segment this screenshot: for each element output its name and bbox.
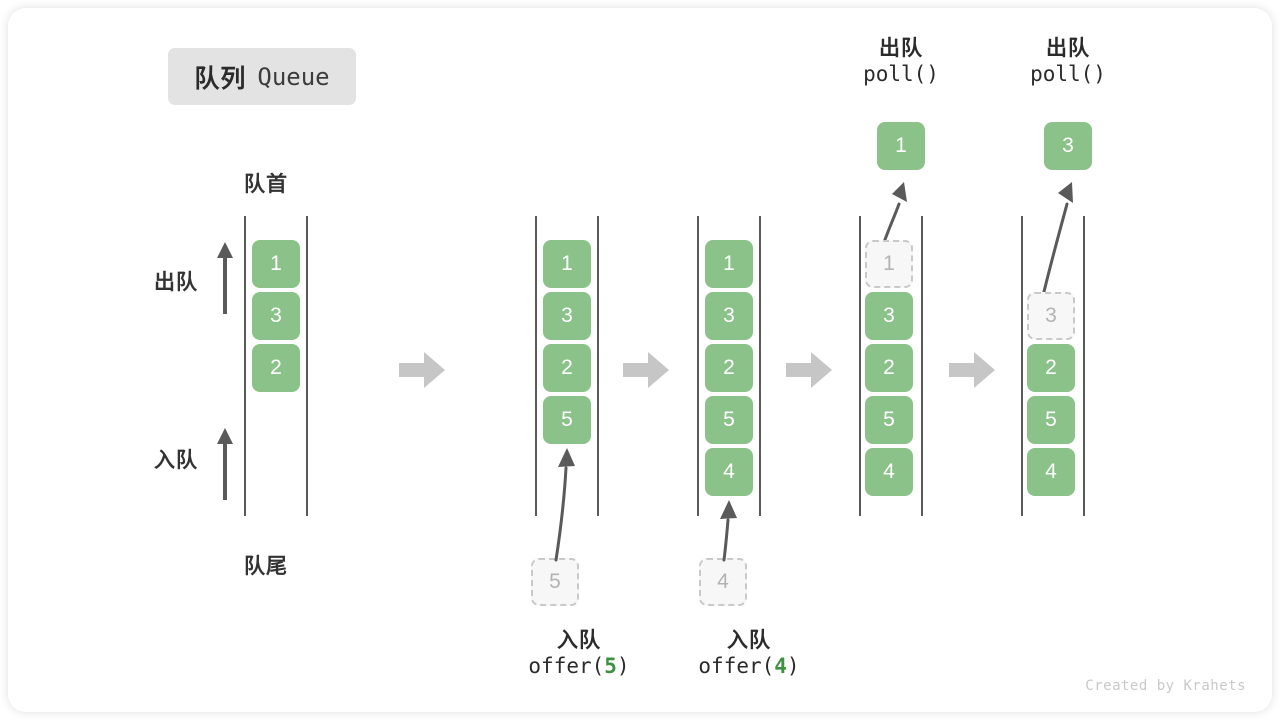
stage-5-header: 出队 poll() bbox=[1008, 36, 1128, 87]
queue-item: 3 bbox=[252, 292, 300, 340]
incoming-ghost-box: 4 bbox=[699, 558, 747, 606]
queue-item: 3 bbox=[865, 292, 913, 340]
stage-5-header-line1: 出队 bbox=[1046, 37, 1090, 60]
arrow-right-icon bbox=[786, 352, 832, 388]
stage-3-rail-left bbox=[697, 216, 699, 516]
diagram-card: 队列 Queue 队首 队尾 出队 入队 1 3 2 1 3 2 5 5 bbox=[8, 8, 1272, 712]
stage-4-rail-right bbox=[921, 216, 923, 516]
queue-item: 5 bbox=[543, 396, 591, 444]
stage-4-rail-left bbox=[859, 216, 861, 516]
popped-box: 3 bbox=[1044, 122, 1092, 170]
stage-1-rail-right bbox=[306, 216, 308, 516]
footer-credit: Created by Krahets bbox=[1085, 678, 1246, 694]
queue-item: 1 bbox=[252, 240, 300, 288]
queue-item: 4 bbox=[1027, 448, 1075, 496]
stage-3-caption-line2: offer(4) bbox=[698, 653, 800, 678]
enqueue-direction-arrow-icon bbox=[217, 428, 233, 500]
queue-item: 2 bbox=[252, 344, 300, 392]
stage-3-caption: 入队 offer(4) bbox=[689, 628, 809, 679]
stage-2-stack: 1 3 2 5 bbox=[543, 240, 591, 444]
enqueue-label: 入队 bbox=[154, 449, 198, 472]
queue-item: 4 bbox=[865, 448, 913, 496]
title-en: Queue bbox=[257, 62, 330, 91]
stage-3-caption-line1: 入队 bbox=[727, 629, 771, 652]
stage-2-caption-line1: 入队 bbox=[557, 629, 601, 652]
queue-item: 3 bbox=[543, 292, 591, 340]
stage-2-caption: 入队 offer(5) bbox=[519, 628, 639, 679]
queue-item-ghost: 3 bbox=[1027, 292, 1075, 340]
queue-item: 1 bbox=[543, 240, 591, 288]
queue-item: 5 bbox=[865, 396, 913, 444]
stage-1-stack: 1 3 2 bbox=[252, 240, 300, 392]
queue-front-label: 队首 bbox=[244, 173, 288, 196]
queue-item: 4 bbox=[705, 448, 753, 496]
stage-2-rail-left bbox=[535, 216, 537, 516]
queue-item: 3 bbox=[705, 292, 753, 340]
arrow-right-icon bbox=[399, 352, 445, 388]
queue-item-ghost: 1 bbox=[865, 240, 913, 288]
stage-2-rail-right bbox=[597, 216, 599, 516]
dequeue-direction-arrow-icon bbox=[217, 242, 233, 314]
stage-4-header-line2: poll() bbox=[863, 61, 939, 86]
stage-4-header: 出队 poll() bbox=[841, 36, 961, 87]
queue-item: 2 bbox=[543, 344, 591, 392]
popped-box: 1 bbox=[877, 122, 925, 170]
stage-5-header-line2: poll() bbox=[1030, 61, 1106, 86]
arrow-right-icon bbox=[623, 352, 669, 388]
enqueue-motion-arrow-icon bbox=[720, 500, 737, 562]
dequeue-motion-arrow-icon bbox=[880, 182, 907, 250]
stage-3-stack: 1 3 2 5 4 bbox=[705, 240, 753, 496]
stage-3-rail-right bbox=[759, 216, 761, 516]
queue-item: 2 bbox=[1027, 344, 1075, 392]
arrow-right-icon bbox=[949, 352, 995, 388]
stage-4-header-line1: 出队 bbox=[879, 37, 923, 60]
queue-item: 1 bbox=[705, 240, 753, 288]
queue-rear-label: 队尾 bbox=[244, 555, 288, 578]
stage-4-stack: 1 3 2 5 4 bbox=[865, 240, 913, 496]
stage-5-rail-left bbox=[1021, 216, 1023, 516]
queue-item: 2 bbox=[865, 344, 913, 392]
title-cn: 队列 bbox=[194, 64, 247, 93]
stage-1-rail-left bbox=[244, 216, 246, 516]
stage-2-caption-line2: offer(5) bbox=[528, 653, 630, 678]
enqueue-motion-arrow-icon bbox=[554, 448, 575, 562]
dequeue-label: 出队 bbox=[154, 271, 198, 294]
title-badge: 队列 Queue bbox=[168, 48, 356, 105]
queue-item: 5 bbox=[1027, 396, 1075, 444]
stage-5-rail-right bbox=[1083, 216, 1085, 516]
incoming-ghost-box: 5 bbox=[531, 558, 579, 606]
stage-5-stack: 3 2 5 4 bbox=[1027, 240, 1075, 496]
queue-item: 2 bbox=[705, 344, 753, 392]
queue-item: 5 bbox=[705, 396, 753, 444]
dequeue-motion-arrow-icon bbox=[1040, 182, 1073, 302]
